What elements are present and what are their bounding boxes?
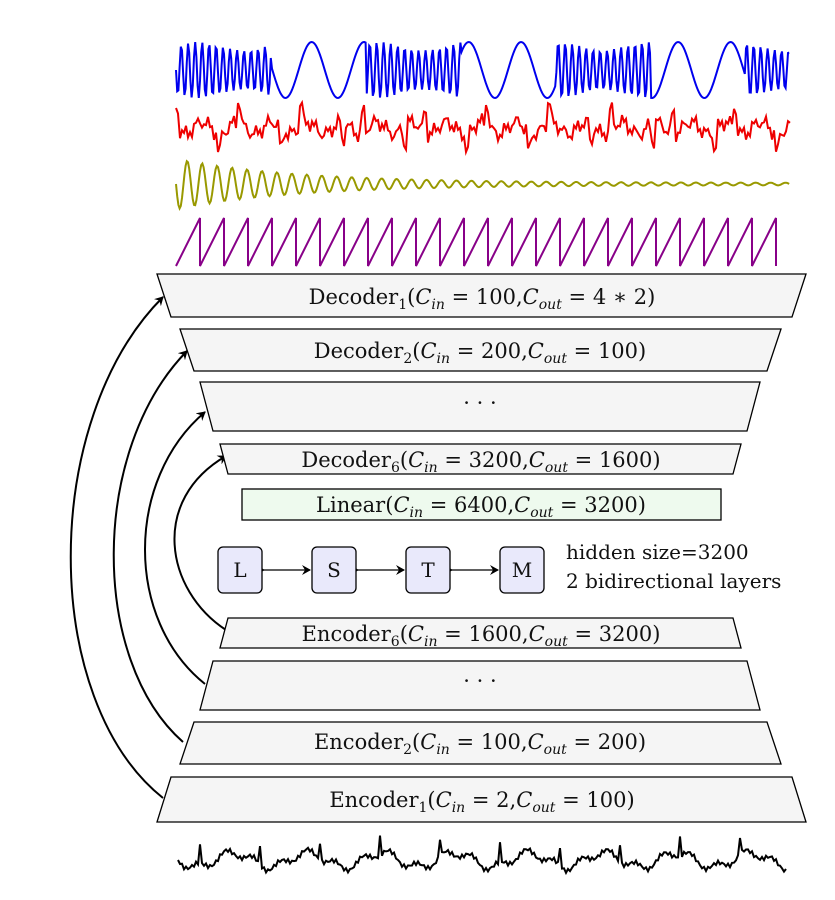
svg-text:L: L — [233, 558, 246, 582]
decoder-1-block: Decoder1(Cin = 100,Cout = 4 ∗ 2) — [156, 273, 807, 318]
lstm-node-l: L — [217, 546, 263, 594]
skip-connections — [69, 296, 227, 799]
decoder-ellipsis: · · · — [463, 391, 496, 415]
skip-arrow-4 — [173, 455, 227, 631]
svg-text:M: M — [512, 558, 532, 582]
decoder-6-label: Decoder6(Cin = 3200,Cout = 1600) — [301, 448, 660, 476]
decoder-1-label: Decoder1(Cin = 100,Cout = 4 ∗ 2) — [309, 285, 656, 313]
output-signal-4 — [175, 217, 777, 267]
lstm-layer: L S T M hidden size=3200 2 bidirectional… — [217, 540, 781, 594]
lstm-node-s: S — [311, 546, 357, 594]
lstm-node-t: T — [405, 546, 451, 594]
skip-arrow-2 — [112, 350, 188, 743]
skip-arrow-3 — [144, 411, 206, 685]
encoder-1-label: Encoder1(Cin = 2,Cout = 100) — [329, 788, 634, 816]
output-signal-2 — [175, 99, 791, 156]
output-signal-1 — [175, 40, 790, 100]
linear-label: Linear(Cin = 6400,Cout = 3200) — [316, 493, 646, 521]
encoder-1-block: Encoder1(Cin = 2,Cout = 100) — [156, 776, 807, 823]
svg-text:S: S — [327, 558, 341, 582]
encoder-ellipsis: · · · — [463, 669, 496, 693]
lstm-hidden-size-note: hidden size=3200 — [566, 540, 749, 564]
encoder-6-label: Encoder6(Cin = 1600,Cout = 3200) — [302, 622, 661, 650]
output-signal-3 — [175, 159, 790, 212]
encoder-2-label: Encoder2(Cin = 100,Cout = 200) — [314, 730, 646, 758]
linear-block: Linear(Cin = 6400,Cout = 3200) — [241, 488, 722, 521]
output-signals — [175, 40, 791, 267]
encoder-2-block: Encoder2(Cin = 100,Cout = 200) — [179, 721, 782, 765]
decoder-2-label: Decoder2(Cin = 200,Cout = 100) — [314, 339, 646, 367]
encoder-6-block: Encoder6(Cin = 1600,Cout = 3200) — [219, 617, 742, 650]
lstm-node-m: M — [499, 546, 545, 594]
decoder-dots-block: · · · — [199, 381, 761, 432]
decoder-6-block: Decoder6(Cin = 3200,Cout = 1600) — [219, 443, 742, 476]
lstm-layers-note: 2 bidirectional layers — [566, 569, 781, 593]
skip-arrow-1 — [69, 296, 164, 799]
encoder-dots-block: · · · — [199, 660, 761, 711]
decoder-2-block: Decoder2(Cin = 200,Cout = 100) — [179, 328, 782, 372]
svg-text:T: T — [421, 558, 435, 582]
input-signal-group — [177, 835, 787, 876]
input-signal — [177, 835, 787, 876]
